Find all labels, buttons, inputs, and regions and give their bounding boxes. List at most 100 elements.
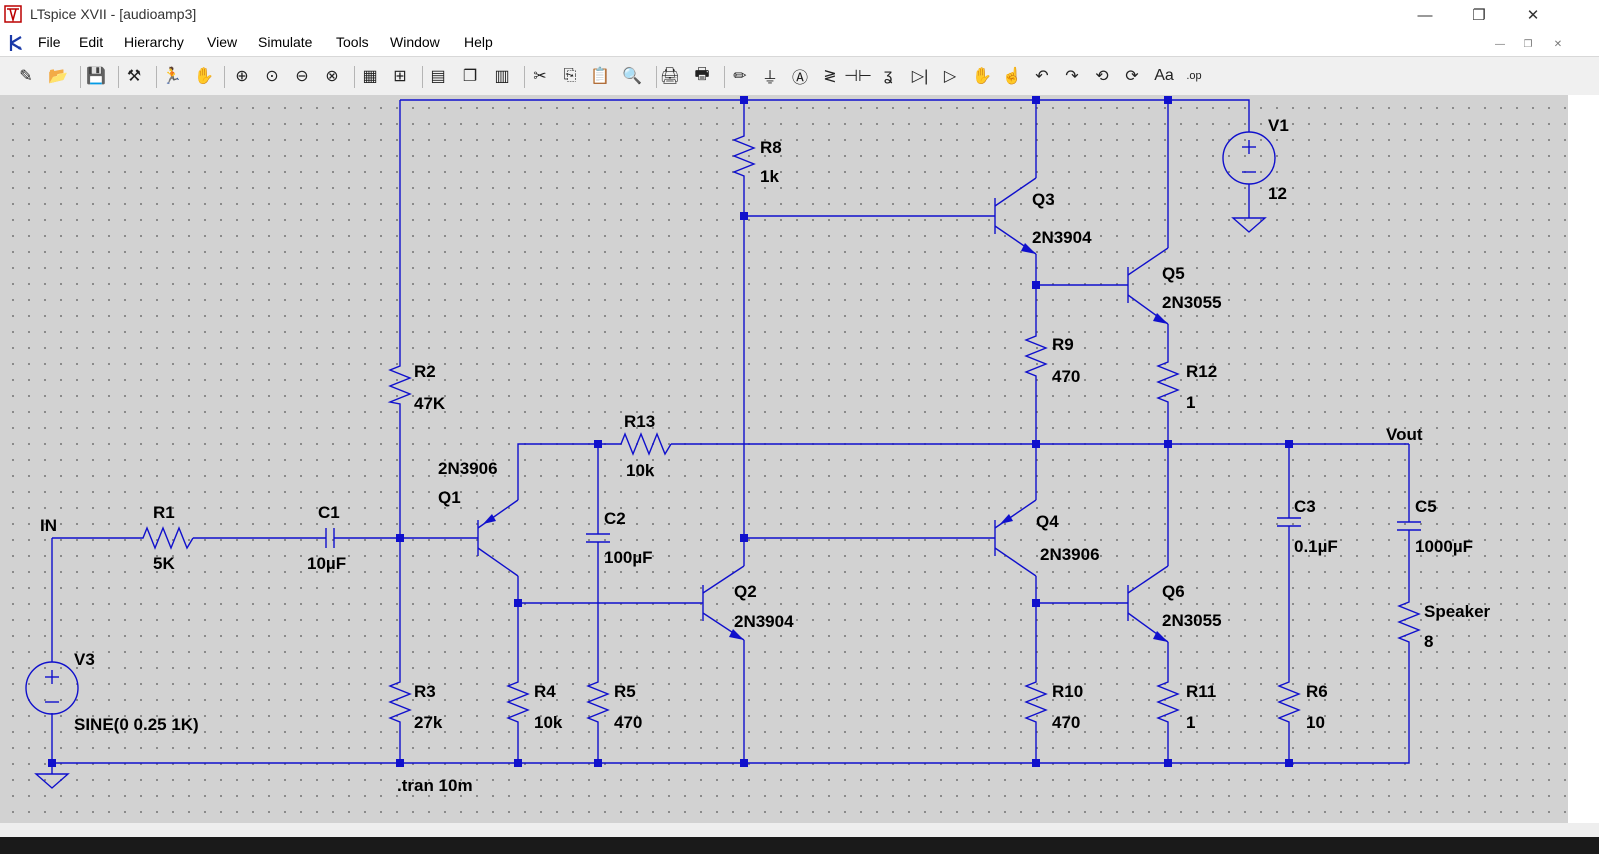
minimize-button[interactable]: — [1417, 6, 1433, 24]
r4-name: R4 [534, 682, 556, 701]
q4-symbol [994, 499, 1037, 577]
c1-symbol [325, 528, 335, 548]
r6-value: 10 [1306, 713, 1325, 732]
paste-icon[interactable]: 📋 [590, 68, 610, 85]
menu-tools[interactable]: Tools [336, 34, 369, 50]
zoom-pan-icon[interactable]: ⊙ [265, 68, 279, 85]
q5-name: Q5 [1162, 264, 1185, 283]
tile-horizontal-icon[interactable]: ▤ [430, 68, 446, 85]
capacitor-icon[interactable]: ⊣⊢ [844, 68, 872, 85]
q1-name: Q1 [438, 488, 461, 507]
menu-simulate[interactable]: Simulate [258, 34, 313, 50]
resistors [137, 130, 1421, 730]
drag-icon[interactable]: ☝ [1002, 68, 1022, 85]
inductor-icon[interactable]: ʓ [883, 67, 893, 84]
menu-file[interactable]: File [38, 34, 61, 50]
control-panel-icon[interactable]: ⚒ [126, 68, 142, 85]
r9-name: R9 [1052, 335, 1074, 354]
run-icon[interactable]: 🏃 [162, 68, 182, 85]
text-icon[interactable]: Aa [1154, 67, 1174, 84]
new-schematic-icon[interactable]: ✎ [19, 68, 33, 85]
menu-view[interactable]: View [207, 34, 238, 50]
close-button[interactable]: ✕ [1526, 7, 1540, 24]
r8-symbol [732, 130, 756, 186]
r10-name: R10 [1052, 682, 1083, 701]
r11-name: R11 [1186, 682, 1216, 701]
r2-name: R2 [414, 362, 436, 381]
grid-icon[interactable]: ⊞ [393, 68, 407, 85]
zoom-out-icon[interactable]: ⊖ [295, 68, 309, 85]
r8-name: R8 [760, 138, 782, 157]
restore-button[interactable]: ❐ [1472, 7, 1486, 24]
toolbar-separator [80, 66, 81, 88]
q1-model: 2N3906 [438, 459, 498, 478]
r5-symbol [586, 676, 610, 730]
cut-icon[interactable]: ✂ [533, 68, 547, 85]
junction-dots [48, 96, 1293, 767]
zoom-fit-icon[interactable]: ⊗ [325, 68, 339, 85]
q3-symbol [994, 177, 1037, 255]
save-icon[interactable]: 💾 [86, 68, 106, 85]
r3-value: 27k [414, 713, 443, 732]
menu-help[interactable]: Help [464, 34, 493, 50]
v3-value: SINE(0 0.25 1K) [74, 715, 199, 734]
r2-symbol [387, 360, 412, 408]
autorange-icon[interactable]: ▦ [362, 68, 378, 85]
find-icon[interactable]: 🔍 [622, 68, 642, 85]
mdi-close-button[interactable]: ✕ [1553, 38, 1563, 50]
q2-name: Q2 [734, 582, 757, 601]
c5-symbol [1397, 521, 1421, 531]
draw-wire-icon[interactable]: ✏ [733, 68, 747, 85]
redo-icon[interactable]: ↷ [1065, 68, 1079, 85]
zoom-in-icon[interactable]: ⊕ [235, 68, 249, 85]
tile-vertical-icon[interactable]: ▥ [494, 68, 510, 85]
mirror-icon[interactable]: ⟳ [1125, 68, 1139, 85]
print-preview-icon[interactable]: 🖨 [659, 68, 681, 85]
toolbar-separator [524, 66, 525, 88]
wires [51, 99, 1410, 764]
in-net-label: IN [40, 516, 57, 535]
q6-symbol [1127, 565, 1169, 643]
menu-hierarchy[interactable]: Hierarchy [124, 34, 184, 50]
mdi-minimize-button[interactable]: — [1495, 38, 1505, 50]
cascade-icon[interactable]: ❐ [462, 68, 478, 85]
v1-value: 12 [1268, 184, 1287, 203]
menu-window[interactable]: Window [390, 34, 440, 50]
r4-symbol [506, 676, 530, 730]
r11-symbol [1156, 676, 1180, 730]
rotate-icon[interactable]: ⟲ [1095, 68, 1109, 85]
spice-directive-icon[interactable]: .op [1186, 70, 1202, 82]
mdi-restore-button[interactable]: ❐ [1523, 38, 1533, 50]
voltage-sources [25, 131, 1276, 715]
r12-value: 1 [1186, 393, 1195, 412]
document-menu-icon[interactable] [6, 32, 28, 54]
spice-directive: .tran 10m [397, 776, 473, 795]
move-icon[interactable]: ✋ [972, 68, 992, 85]
label-net-icon[interactable]: Ⓐ [791, 70, 808, 87]
diode-icon[interactable]: ▷| [911, 68, 929, 85]
open-icon[interactable]: 📂 [48, 68, 68, 85]
ground-symbols [34, 217, 1267, 789]
copy-icon[interactable]: ⎘ [563, 67, 577, 84]
r8-value: 1k [760, 167, 779, 186]
vertical-margin [1568, 95, 1599, 823]
toolbar-separator [118, 66, 119, 88]
undo-icon[interactable]: ↶ [1035, 68, 1049, 85]
menu-edit[interactable]: Edit [79, 34, 104, 50]
r1-name: R1 [153, 503, 175, 522]
print-icon[interactable]: 🖶 [694, 65, 710, 83]
r5-name: R5 [614, 682, 636, 701]
r4-value: 10k [534, 713, 563, 732]
c3-value: 0.1µF [1294, 537, 1338, 556]
r2-value: 47K [414, 394, 446, 413]
r5-value: 470 [614, 713, 642, 732]
component-labels: R1 5K C1 10µF R2 47K R3 27k 2N3906 Q1 R4… [40, 116, 1491, 795]
window-title: LTspice XVII - [audioamp3] [30, 6, 197, 22]
q6-model: 2N3055 [1162, 611, 1222, 630]
resistor-icon[interactable]: ≷ [823, 68, 837, 85]
component-icon[interactable]: ▷ [943, 68, 957, 85]
halt-icon[interactable]: ✋ [194, 68, 214, 85]
q1-symbol [477, 499, 519, 577]
ground-icon[interactable]: ⏚ [761, 70, 778, 87]
